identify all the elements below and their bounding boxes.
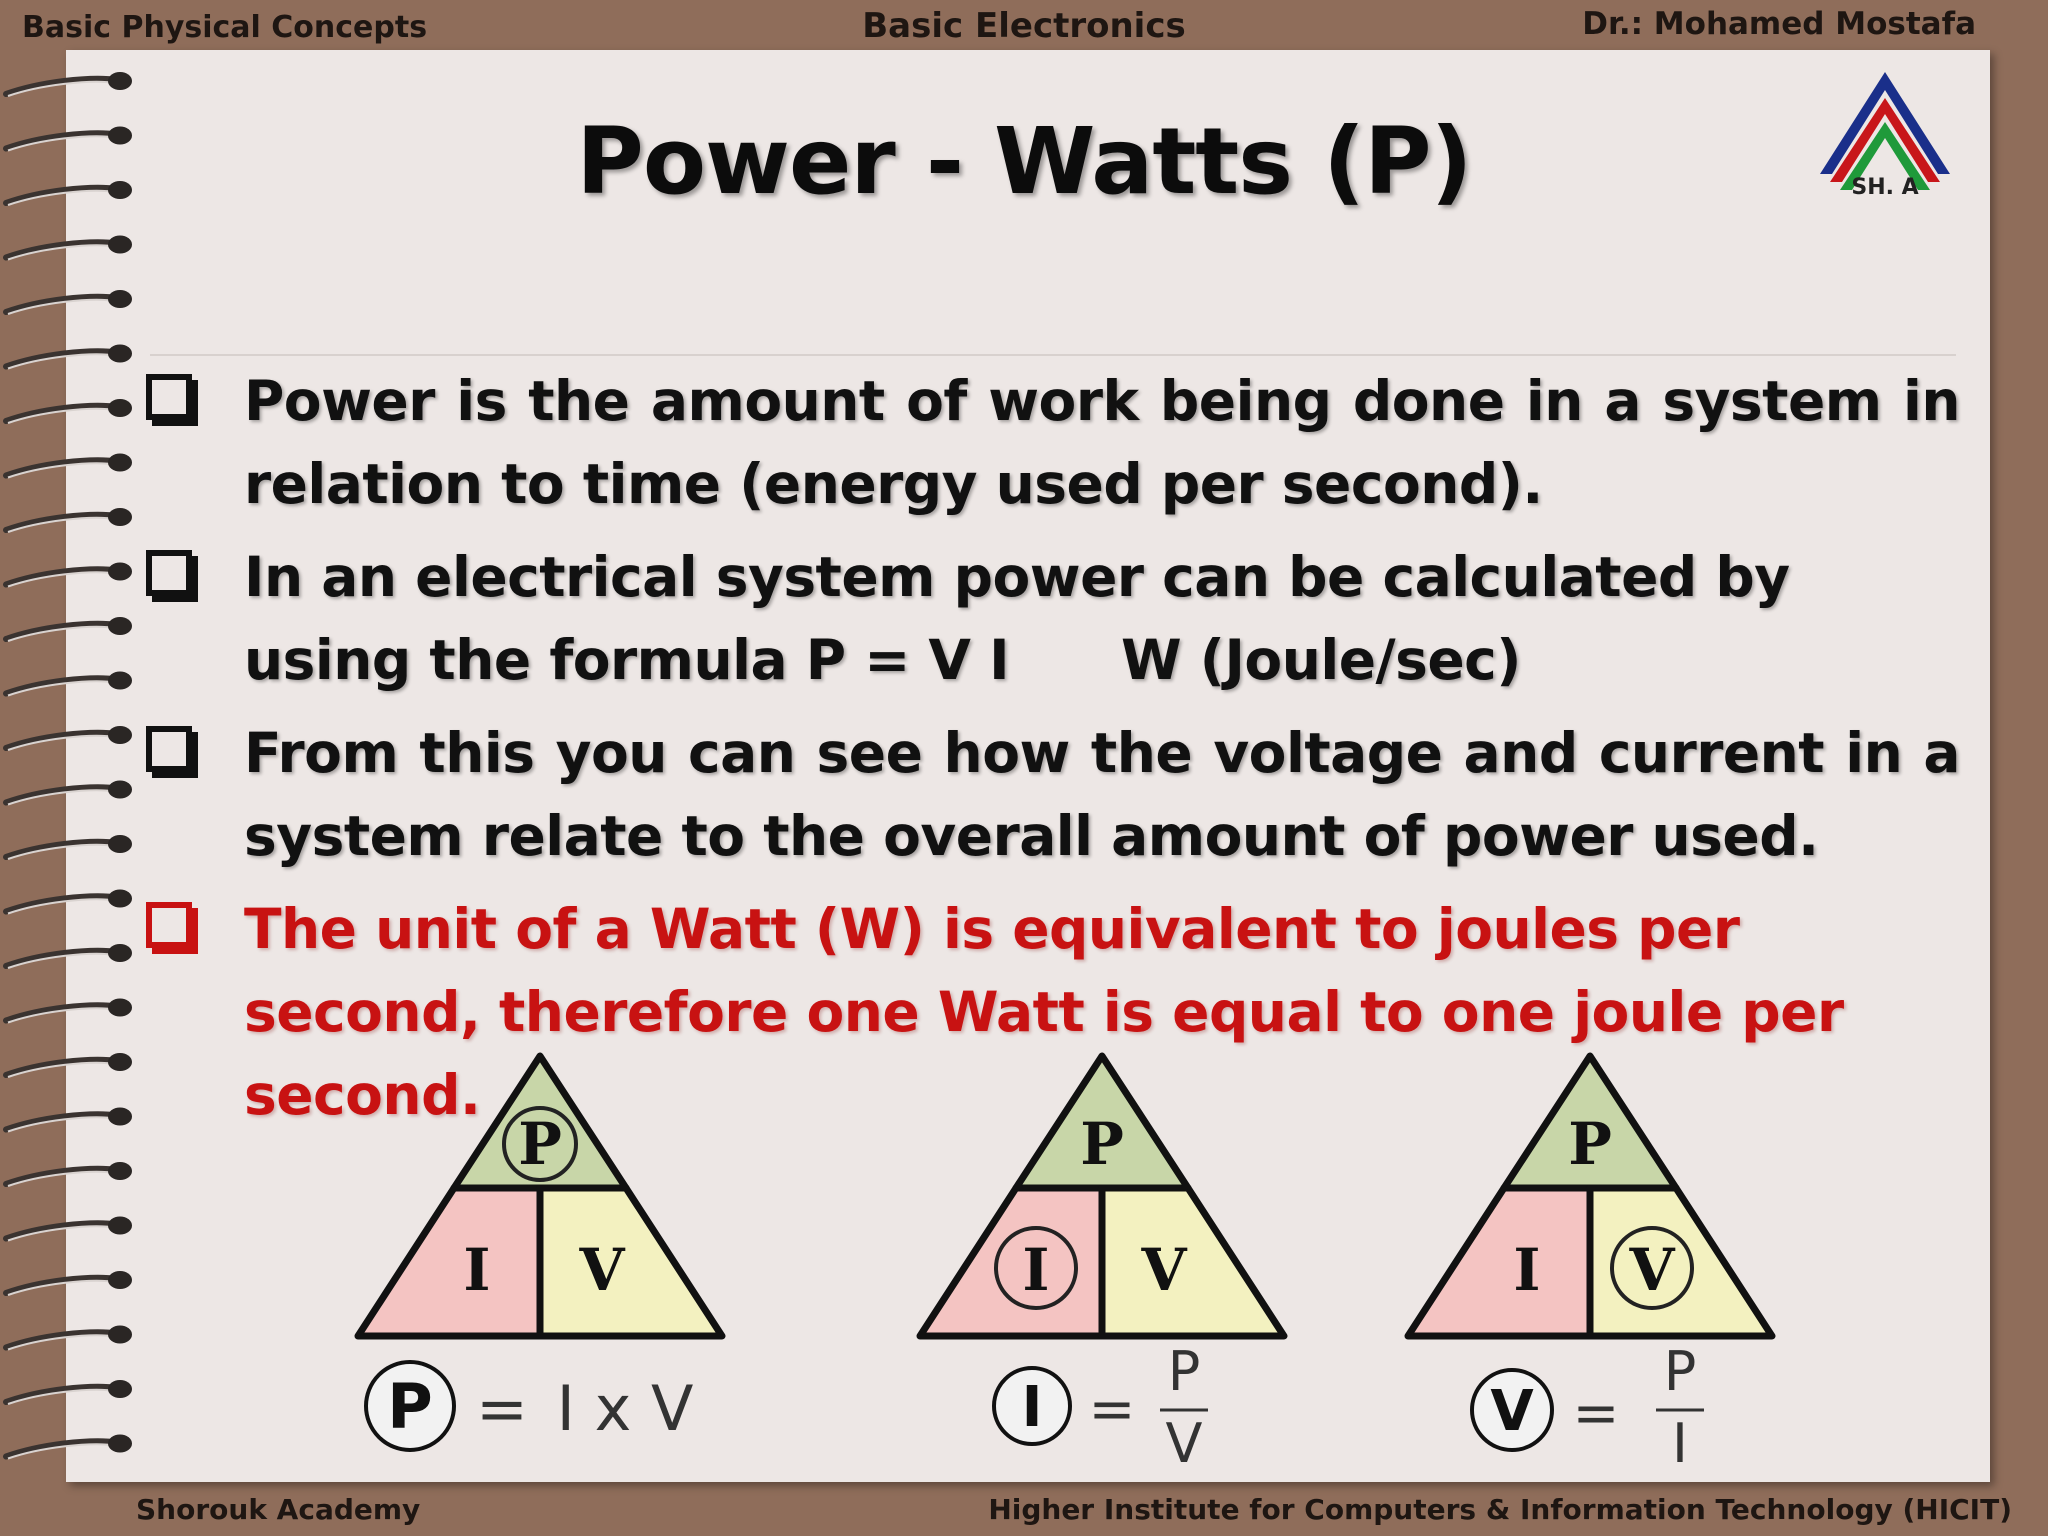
- spiral-ring: [3, 399, 132, 424]
- formula-equals: =: [1089, 1377, 1136, 1442]
- spiral-ring: [3, 780, 132, 806]
- right-cell: [1098, 1184, 1288, 1340]
- spiral-ring: [3, 1216, 132, 1242]
- slide-title: Power - Watts (P): [576, 108, 1472, 215]
- spiral-binding: [3, 72, 132, 1460]
- circle-highlight-icon: [1470, 1368, 1554, 1452]
- title-divider: [150, 354, 1956, 356]
- footer-left-text: Shorouk Academy: [136, 1493, 421, 1526]
- right-label: V: [1140, 1236, 1187, 1304]
- power-triangle-i: P I V I = P V: [916, 1052, 1288, 1468]
- formula-denominator: I: [1672, 1412, 1688, 1468]
- circle-highlight-icon: [364, 1360, 456, 1452]
- spiral-ring: [3, 562, 132, 588]
- left-label: I: [1022, 1236, 1049, 1304]
- right-label: V: [1628, 1236, 1675, 1304]
- bullet-text: Power is the amount of work being done i…: [244, 369, 1961, 516]
- bullet-text: The unit of a Watt (W) is equivalent to …: [244, 897, 1844, 1127]
- top-label: P: [1080, 1110, 1124, 1178]
- formula-denominator: V: [1166, 1412, 1203, 1468]
- checkbox-bullet-icon: [146, 374, 192, 420]
- spiral-ring: [3, 181, 132, 206]
- power-triangle-v: P I V V = P I: [1404, 1052, 1776, 1468]
- right-cell: [536, 1184, 726, 1340]
- spiral-ring: [3, 235, 132, 261]
- formula-numerator: P: [1168, 1340, 1201, 1403]
- spiral-ring: [3, 1380, 132, 1405]
- logo-text: SH. A: [1851, 175, 1918, 200]
- header-center-text: Basic Electronics: [862, 6, 1186, 46]
- bullet-text: In an electrical system power can be cal…: [244, 545, 1809, 692]
- bullet-item: From this you can see how the voltage an…: [140, 712, 1961, 878]
- spiral-ring: [3, 671, 132, 697]
- formula-lhs: I: [1022, 1375, 1043, 1440]
- spiral-ring: [3, 290, 132, 315]
- footer-right-text: Higher Institute for Computers & Informa…: [988, 1493, 2012, 1526]
- bullet-item-highlight: The unit of a Watt (W) is equivalent to …: [140, 888, 1960, 1137]
- spiral-ring: [3, 1162, 132, 1187]
- circle-highlight-icon: [994, 1226, 1078, 1310]
- spiral-ring: [3, 889, 132, 915]
- spiral-ring: [3, 453, 132, 479]
- left-cell: [354, 1184, 544, 1340]
- spiral-ring: [3, 835, 132, 860]
- formula-equals: =: [1573, 1381, 1620, 1446]
- formula-lhs: V: [1490, 1379, 1534, 1444]
- circle-highlight-icon: [992, 1366, 1072, 1446]
- spiral-ring: [3, 944, 132, 969]
- circle-highlight-icon: [502, 1106, 578, 1182]
- header-right-text: Dr.: Mohamed Mostafa: [1582, 6, 1976, 42]
- spiral-ring: [3, 617, 132, 642]
- formula-lhs: P: [387, 1370, 432, 1443]
- spiral-ring: [3, 1434, 132, 1460]
- spiral-ring: [3, 1271, 132, 1296]
- spiral-ring: [3, 1053, 132, 1078]
- spiral-ring: [3, 344, 132, 370]
- left-cell: [1404, 1184, 1594, 1340]
- header-left-text: Basic Physical Concepts: [22, 10, 428, 45]
- left-label: I: [463, 1236, 490, 1304]
- top-label: P: [1568, 1110, 1612, 1178]
- circle-highlight-icon: [1610, 1226, 1694, 1310]
- bullet-list: Power is the amount of work being done i…: [140, 360, 1961, 1147]
- spiral-ring: [3, 72, 132, 97]
- spiral-ring: [3, 1325, 132, 1351]
- bullet-item: Power is the amount of work being done i…: [140, 360, 1961, 526]
- right-cell: [1586, 1184, 1776, 1340]
- spiral-ring: [3, 508, 132, 533]
- formula-numerator: P: [1664, 1340, 1697, 1403]
- right-label: V: [578, 1236, 625, 1304]
- spiral-ring: [3, 726, 132, 751]
- spiral-ring: [3, 126, 132, 152]
- top-label: P: [518, 1110, 562, 1178]
- bullet-text: From this you can see how the voltage an…: [244, 721, 1961, 868]
- formula-rhs: I x V: [557, 1372, 694, 1445]
- checkbox-bullet-icon: [146, 550, 192, 596]
- power-triangle-p: P I V P = I x V: [354, 1052, 726, 1452]
- formula-equals: =: [476, 1372, 528, 1445]
- spiral-ring: [3, 998, 132, 1024]
- spiral-ring: [3, 1107, 132, 1133]
- checkbox-bullet-icon: [146, 726, 192, 772]
- left-label: I: [1513, 1236, 1540, 1304]
- bullet-item: In an electrical system power can be cal…: [140, 536, 1960, 702]
- academy-logo: SH. A: [1820, 72, 1950, 200]
- checkbox-bullet-icon: [146, 902, 192, 948]
